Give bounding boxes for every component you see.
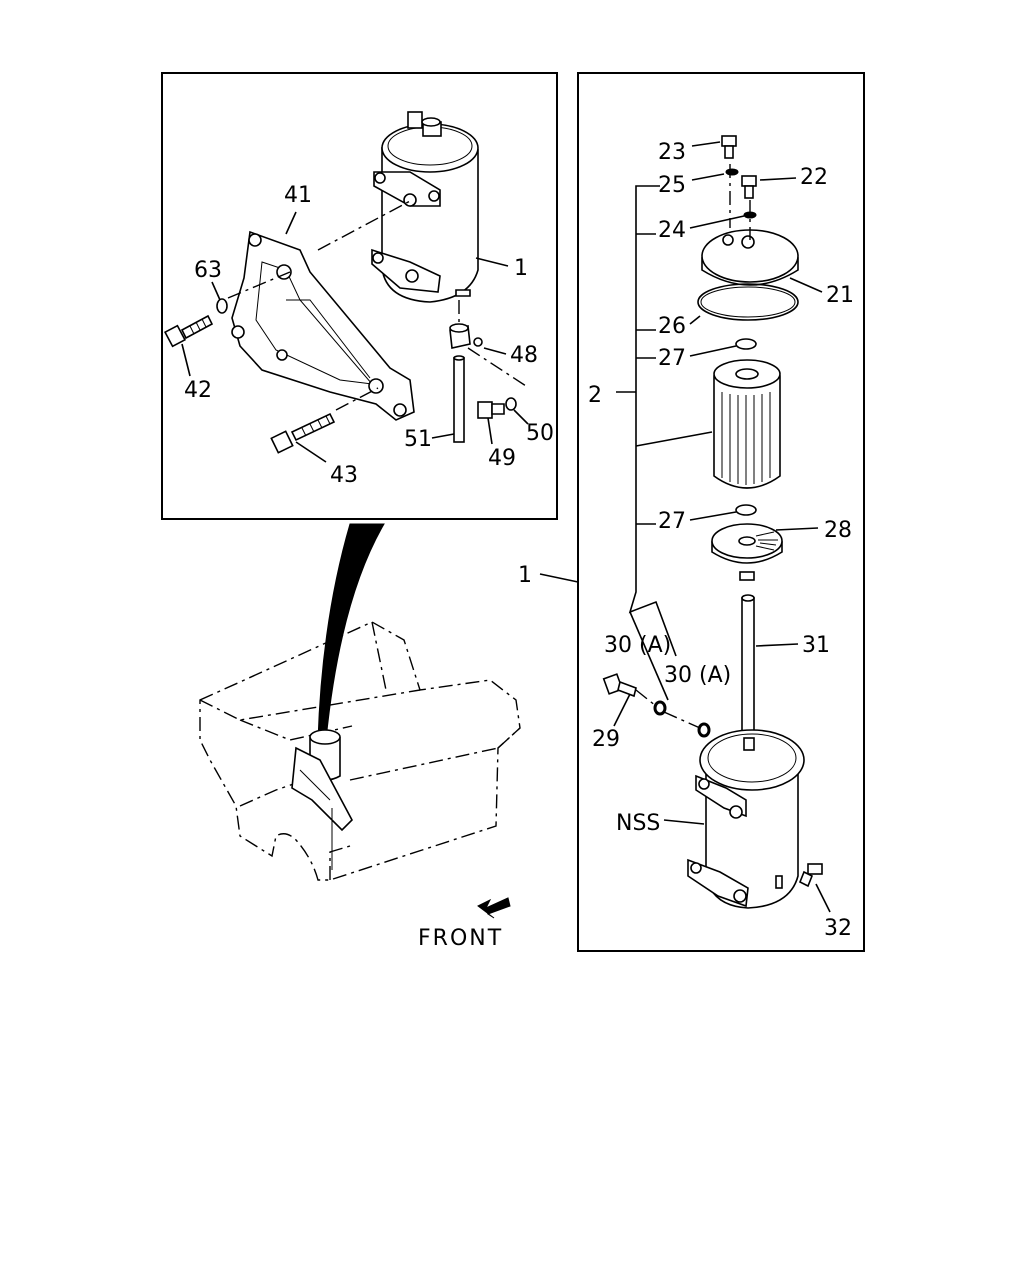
- callout-32: 32: [824, 916, 852, 941]
- bolt-23: [721, 135, 737, 159]
- callout-31: 31: [802, 633, 830, 658]
- washer-25: [725, 168, 739, 176]
- callout-25: 25: [658, 173, 686, 198]
- screw-32: [798, 863, 823, 888]
- callout-1-top: 1: [514, 256, 528, 281]
- callout-51: 51: [404, 427, 432, 452]
- callout-50: 50: [526, 421, 554, 446]
- callout-24: 24: [658, 218, 686, 243]
- callout-2: 2: [588, 383, 602, 408]
- kit-bracket: [628, 185, 677, 657]
- bolt-29: [602, 673, 637, 698]
- pipe-51: [453, 355, 465, 443]
- callout-27-top: 27: [658, 346, 686, 371]
- seal-27-bottom: [735, 504, 757, 516]
- pipe-31: [741, 594, 755, 739]
- callout-21: 21: [826, 283, 854, 308]
- callout-42: 42: [184, 378, 212, 403]
- o-ring-26: [697, 283, 799, 321]
- cover-21: [701, 229, 799, 286]
- bracket-41: [231, 230, 415, 421]
- callout-30a-left: 30 (A): [604, 633, 671, 658]
- filter-housing-nss: [687, 729, 805, 909]
- seal-30-a: [653, 700, 667, 716]
- front-label: FRONT: [418, 926, 503, 951]
- callout-nss: NSS: [616, 811, 660, 836]
- engine-mounted-filter: [291, 729, 353, 870]
- callout-63: 63: [194, 258, 222, 283]
- front-arrow: [477, 897, 511, 919]
- callout-1-side: 1: [518, 563, 532, 588]
- detail-frame-left: [161, 72, 558, 520]
- callout-30a-right: 30 (A): [664, 663, 731, 688]
- seal-30-b: [697, 722, 711, 738]
- bolt-49: [477, 401, 505, 419]
- callout-22: 22: [800, 165, 828, 190]
- seal-27-top: [735, 338, 757, 350]
- callout-49: 49: [488, 446, 516, 471]
- callout-28: 28: [824, 518, 852, 543]
- detail-frame-right: [577, 72, 865, 952]
- callout-48: 48: [510, 343, 538, 368]
- callout-23: 23: [658, 140, 686, 165]
- callout-26: 26: [658, 314, 686, 339]
- filter-housing-assembly: [371, 111, 479, 303]
- washer-63: [216, 298, 228, 314]
- callout-41: 41: [284, 183, 312, 208]
- filter-element: [713, 359, 781, 489]
- bolt-42: [163, 314, 214, 348]
- callout-27-bottom: 27: [658, 509, 686, 534]
- callout-29: 29: [592, 727, 620, 752]
- callout-43: 43: [330, 463, 358, 488]
- fitting-48: [449, 323, 483, 349]
- engine-block: [199, 621, 521, 881]
- bolt-43: [270, 412, 336, 454]
- washer-50: [505, 397, 517, 411]
- plate-28: [711, 523, 783, 581]
- bolt-22: [741, 175, 757, 199]
